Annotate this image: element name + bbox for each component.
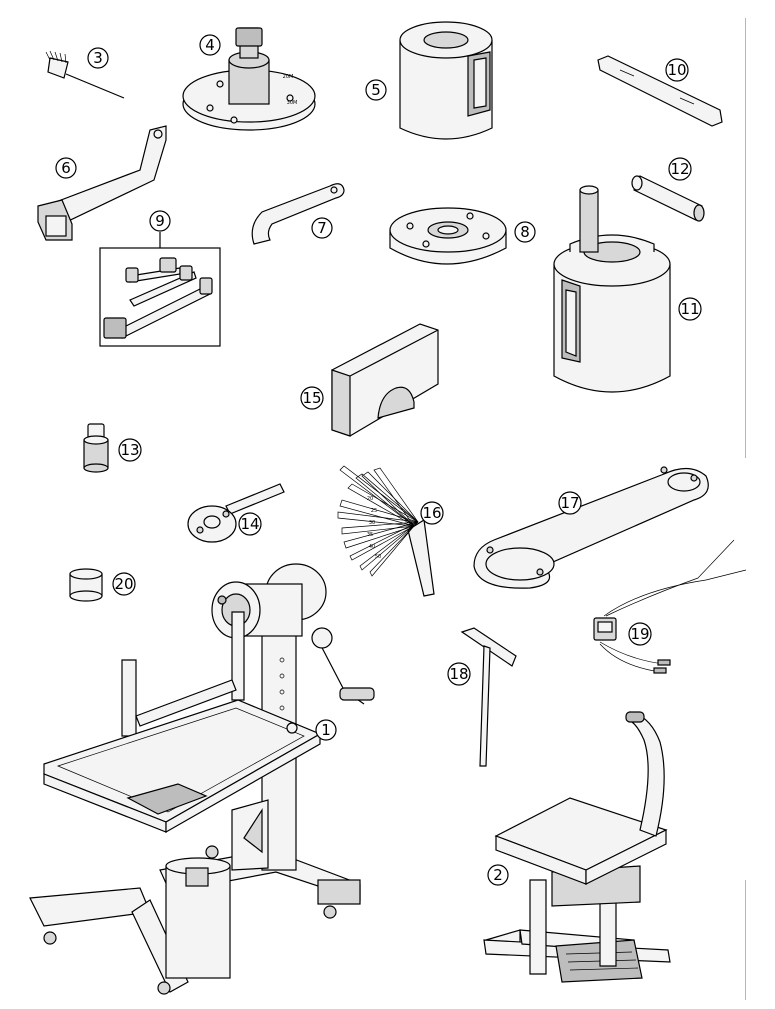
callout-19-label: 19 xyxy=(630,625,649,643)
tool-1-engine-stand xyxy=(29,563,375,995)
tool-2-lift-stand xyxy=(483,711,671,983)
callout-9: 9 xyxy=(149,210,171,232)
callout-16-label: 16 xyxy=(422,504,441,522)
svg-text:25: 25 xyxy=(371,508,377,514)
callout-14-label: 14 xyxy=(240,515,259,533)
callout-12: 12 xyxy=(668,157,692,181)
callout-7: 7 xyxy=(311,217,333,239)
tool-8-flange-disc xyxy=(389,207,507,265)
tool-11-press-cup xyxy=(553,185,671,393)
callout-7-label: 7 xyxy=(317,219,327,237)
tool-6-holding-bar xyxy=(37,125,167,241)
tool-3-pick xyxy=(45,50,125,99)
callout-18: 18 xyxy=(447,662,471,686)
tool-15-block xyxy=(331,323,439,437)
callout-17: 17 xyxy=(558,491,582,515)
tool-19-sensor-cable xyxy=(593,539,747,674)
tool-18-t-handle xyxy=(460,627,517,767)
callout-12-label: 12 xyxy=(670,160,689,178)
callout-13: 13 xyxy=(118,438,142,462)
callout-17-label: 17 xyxy=(560,494,579,512)
callout-11-label: 11 xyxy=(680,300,699,318)
tool-20-cylinder xyxy=(69,568,103,602)
tool-17-ring-spanner xyxy=(473,466,709,589)
callout-4-label: 4 xyxy=(205,36,215,54)
callout-5: 5 xyxy=(365,79,387,101)
callout-14: 14 xyxy=(238,512,262,536)
tool-4-puller-plate: 20M 30M xyxy=(182,27,316,131)
callout-4: 4 xyxy=(199,34,221,56)
callout-6-label: 6 xyxy=(61,159,71,177)
callout-3-label: 3 xyxy=(93,49,103,67)
tool-13-socket xyxy=(83,423,109,473)
svg-text:30M: 30M xyxy=(287,100,298,106)
tool-10-strip xyxy=(597,55,723,127)
callout-10-label: 10 xyxy=(667,61,686,79)
svg-text:30: 30 xyxy=(369,520,375,526)
callout-16: 16 xyxy=(420,501,444,525)
callout-2-label: 2 xyxy=(493,866,503,884)
callout-11: 11 xyxy=(678,297,702,321)
right-margin-line-top xyxy=(745,18,746,458)
svg-text:40: 40 xyxy=(369,544,375,550)
callout-5-label: 5 xyxy=(371,81,381,99)
callout-6: 6 xyxy=(55,157,77,179)
right-margin-line-bottom xyxy=(745,880,746,1000)
tool-7-hook-spanner xyxy=(251,183,345,245)
callout-20-label: 20 xyxy=(114,575,133,593)
callout-8-label: 8 xyxy=(520,223,530,241)
tool-14-locking-tool xyxy=(187,483,285,543)
tool-12-tube xyxy=(631,175,705,222)
callout-3: 3 xyxy=(87,47,109,69)
callout-15-label: 15 xyxy=(302,389,321,407)
callout-20: 20 xyxy=(112,572,136,596)
svg-text:20: 20 xyxy=(367,496,373,502)
callout-9-label: 9 xyxy=(155,212,165,230)
callout-13-label: 13 xyxy=(120,441,139,459)
callout-19: 19 xyxy=(628,622,652,646)
tool-9-bolt-set xyxy=(99,232,221,347)
callout-1-label: 1 xyxy=(321,721,331,739)
callout-10: 10 xyxy=(665,58,689,82)
callout-2: 2 xyxy=(487,864,509,886)
svg-text:20M: 20M xyxy=(283,74,294,80)
callout-18-label: 18 xyxy=(449,665,468,683)
callout-1: 1 xyxy=(315,719,337,741)
tool-5-sleeve xyxy=(399,21,493,140)
callout-8: 8 xyxy=(514,221,536,243)
tool-16-feeler-gauge: 20 25 30 35 40 50 xyxy=(337,465,435,597)
callout-15: 15 xyxy=(300,386,324,410)
svg-text:35: 35 xyxy=(367,532,373,538)
svg-text:50: 50 xyxy=(375,554,381,560)
